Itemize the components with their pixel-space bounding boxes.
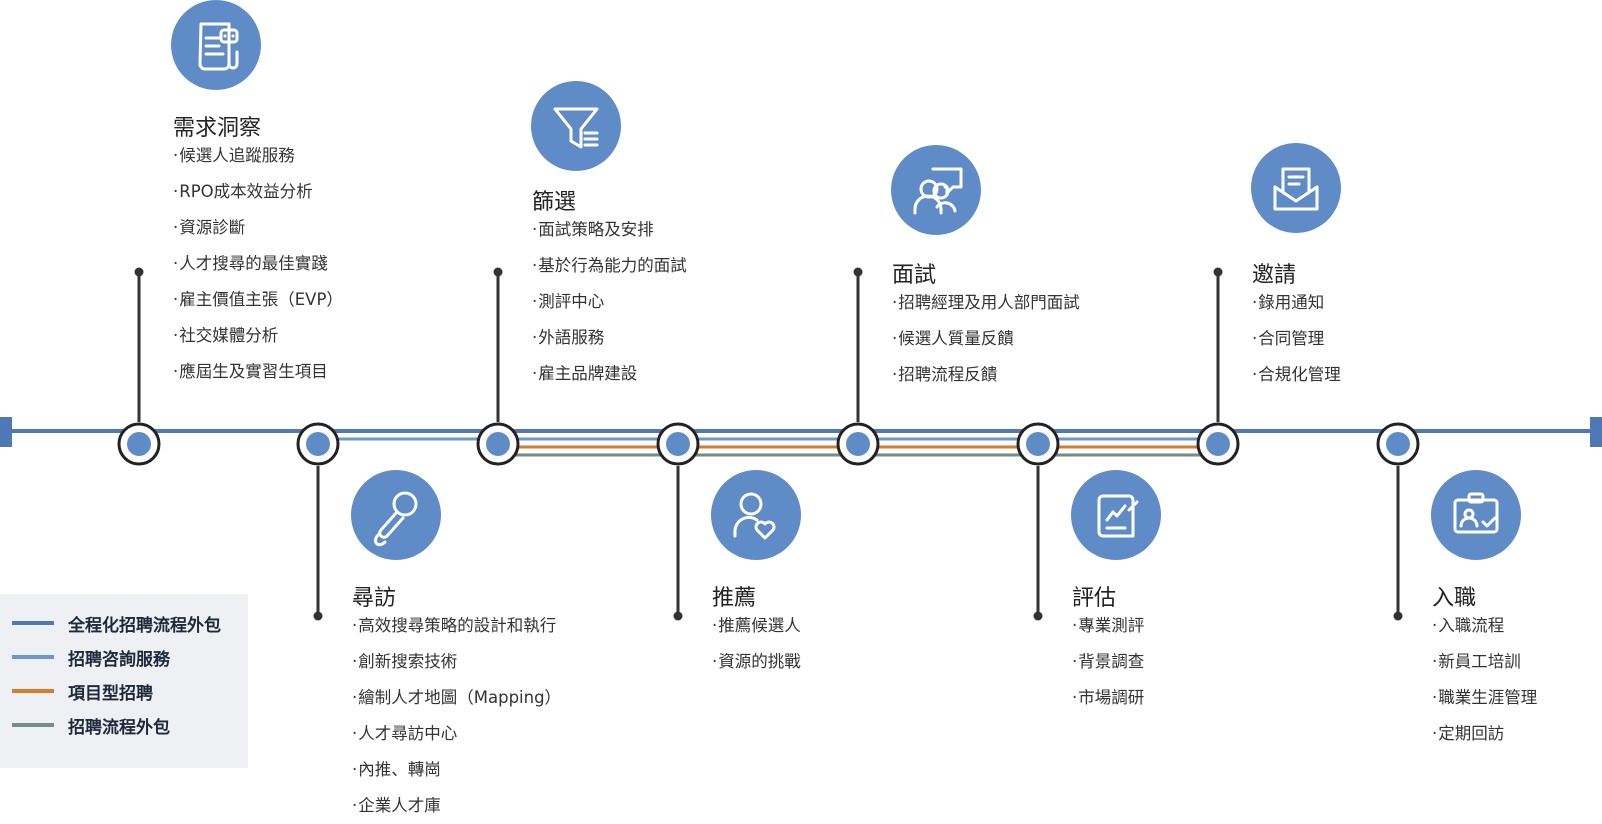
person-heart-icon [733,492,776,540]
stage-item: 面試策略及安排 [532,212,687,248]
stage-item: 雇主價值主張（EVP） [173,282,343,318]
stage-icon-circle [1251,143,1341,233]
stage-item-list: 高效搜尋策略的設計和執行創新搜索技術繪制人才地圖（Mapping）人才尋訪中心內… [352,608,561,824]
stage-item: 創新搜索技術 [352,644,561,680]
stage-title: 需求洞察 [173,116,262,141]
microphone-icon [373,491,418,547]
filter-icon [553,107,599,149]
stage-icon-circle [1431,470,1521,560]
stage-item: 候選人質量反饋 [892,321,1080,357]
stage-icon-circle [891,145,981,235]
stage-item: 資源診斷 [173,210,343,246]
stage-item: 應屆生及實習生項目 [173,354,343,390]
stage-item-list: 招聘經理及用人部門面試候選人質量反饋招聘流程反饋 [892,285,1080,393]
legend-item-project: 項目型招聘 [12,681,153,704]
stage-item: 內推、轉崗 [352,752,561,788]
document-chat-icon [198,22,239,71]
timeline-node-dot [1386,432,1410,456]
stage-item-list: 候選人追蹤服務RPO成本效益分析資源診斷人才搜尋的最佳實踐雇主價值主張（EVP）… [173,138,343,390]
stage-item-list: 專業測評背景調查市場調研 [1072,608,1144,716]
stage-item-list: 推薦候選人資源的挑戰 [712,608,801,680]
legend-swatch [12,689,54,693]
stage-item: RPO成本效益分析 [173,174,343,210]
stage-item: 資源的挑戰 [712,644,801,680]
legend-swatch [12,655,54,659]
timeline-node-dot [1206,432,1230,456]
stage-item-list: 入職流程新員工培訓職業生涯管理定期回訪 [1432,608,1537,752]
stage-title: 評估 [1072,586,1117,611]
connector-dot [1393,611,1403,621]
stage-item: 背景調查 [1072,644,1144,680]
stage-icon-circle [711,470,801,560]
timeline-node-dot [666,432,690,456]
connector-dot [313,611,323,621]
timeline-end-cap [1590,417,1602,447]
stage-title: 邀請 [1252,263,1297,288]
legend-item-consulting: 招聘咨詢服務 [12,647,170,670]
connector-dot [1033,611,1043,621]
stage-item: 錄用通知 [1252,285,1341,321]
stage-item: 推薦候選人 [712,608,801,644]
stage-item: 繪制人才地圖（Mapping） [352,680,561,716]
legend-swatch [12,621,54,625]
stage-item: 社交媒體分析 [173,318,343,354]
stage-item: 招聘經理及用人部門面試 [892,285,1080,321]
stage-icon-circle [351,470,441,560]
stage-title: 尋訪 [352,586,397,611]
stage-item: 企業人才庫 [352,788,561,824]
stage-title: 推薦 [712,586,757,611]
stage-item: 候選人追蹤服務 [173,138,343,174]
stage-item: 基於行為能力的面試 [532,248,687,284]
stage-item: 招聘流程反饋 [892,357,1080,393]
timeline-node-dot [306,432,330,456]
connector-dot [673,611,683,621]
legend-label: 全程化招聘流程外包 [68,615,221,636]
stage-item: 市場調研 [1072,680,1144,716]
legend-item-process: 招聘流程外包 [12,715,170,738]
stage-item: 測評中心 [532,284,687,320]
legend-swatch [12,723,54,727]
timeline-node-dot [846,432,870,456]
id-card-icon [1453,492,1499,534]
stage-item: 人才搜尋的最佳實踐 [173,246,343,282]
stage-item: 定期回訪 [1432,716,1537,752]
stage-item: 高效搜尋策略的設計和執行 [352,608,561,644]
connector-dot [493,267,503,277]
legend-label: 招聘咨詢服務 [68,649,170,670]
connector-dot [134,267,144,277]
stage-item: 合規化管理 [1252,357,1341,393]
legend-item-full-rpo: 全程化招聘流程外包 [12,613,221,636]
envelope-icon [1273,167,1319,211]
stage-item-list: 錄用通知合同管理合規化管理 [1252,285,1341,393]
stage-item: 專業測評 [1072,608,1144,644]
stage-icon-circle [1071,470,1161,560]
timeline-node-dot [486,432,510,456]
stage-title: 篩選 [532,190,577,215]
stage-icon-circle [171,0,261,90]
stage-icon-circle [531,81,621,171]
people-chat-icon [913,167,963,215]
timeline-node-dot [127,432,151,456]
stage-title: 入職 [1432,586,1477,611]
legend: 全程化招聘流程外包 招聘咨詢服務 項目型招聘 招聘流程外包 [0,594,248,768]
legend-label: 項目型招聘 [68,683,153,704]
checklist-icon [1097,494,1139,538]
stage-item-list: 面試策略及安排基於行為能力的面試測評中心外語服務雇主品牌建設 [532,212,687,392]
stage-item: 新員工培訓 [1432,644,1537,680]
stage-item: 人才尋訪中心 [352,716,561,752]
stage-title: 面試 [892,263,937,288]
stage-item: 外語服務 [532,320,687,356]
stage-item: 雇主品牌建設 [532,356,687,392]
connector-dot [1213,267,1223,277]
timeline-start-cap [0,417,12,447]
stage-item: 入職流程 [1432,608,1537,644]
legend-label: 招聘流程外包 [68,717,170,738]
stage-item: 合同管理 [1252,321,1341,357]
timeline-node-dot [1026,432,1050,456]
stage-item: 職業生涯管理 [1432,680,1537,716]
connector-dot [853,267,863,277]
